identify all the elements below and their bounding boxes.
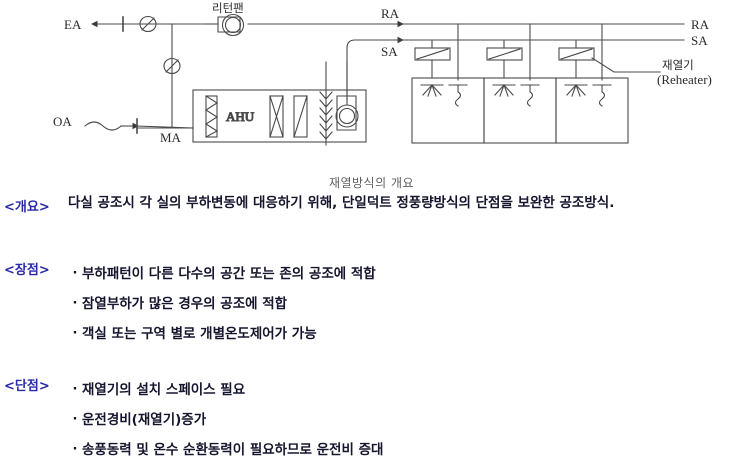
zone-supply-branches [431,39,577,79]
cons-heading: <단점> [4,379,50,394]
diagram-caption: 재열방식의 개요 [328,176,415,190]
bullet-icon: · [72,382,78,397]
reheater-3-icon [558,47,595,61]
list-item: · 재열기의 설치 스페이스 필요 [68,375,743,405]
overview-text: 다실 공조시 각 실의 부하변동에 대응하기 위해, 단일덕트 정풍량방식의 단… [68,195,615,211]
exhaust-air-duct [91,16,207,32]
pros-item-text: 객실 또는 구역 별로 개별온도제어가 가능 [82,326,317,342]
list-item: · 객실 또는 구역 별로 개별온도제어가 가능 [68,319,743,349]
oa-label: OA [53,114,72,129]
supply-diffuser-2-icon [492,84,516,97]
sa-label-left: SA [381,44,398,59]
return-grille-3-icon [592,84,612,107]
exhaust-air-damper-icon [139,15,157,33]
outdoor-air-inlet [84,118,194,134]
pros-heading: <장점> [4,263,50,278]
hvac-reheat-system-diagram: AHU [0,0,743,170]
description-body: <개요> 다실 공조시 각 실의 부하변동에 대응하기 위해, 단일덕트 정풍량… [0,196,743,467]
reheater-label-en: (Reheater) [657,72,712,87]
cons-item-text: 재열기의 설치 스페이스 필요 [82,382,246,398]
zone-room-2 [483,77,557,144]
diagram-canvas: AHU [53,1,712,146]
cons-section: <단점> · 재열기의 설치 스페이스 필요 · 운전경비(재열기)증가 · 송… [0,375,743,465]
cons-item-text: 송풍동력 및 온수 순환동력이 필요하므로 운전비 증대 [82,442,384,458]
sa-label-right: SA [691,33,708,48]
reheater-label-kr: 재열기 [662,58,694,72]
duct-end-stubs [667,23,685,41]
pros-item-text: 잠열부하가 많은 경우의 공조에 적합 [82,296,288,312]
list-item: · 잠열부하가 많은 경우의 공조에 적합 [68,289,743,319]
zone-room-1 [411,77,485,144]
filter-icon [204,95,219,138]
overview-heading: <개요> [4,200,50,215]
return-fan-icon [217,13,245,37]
cooling-coil-icon [269,95,284,138]
relief-damper-icon [163,57,181,75]
ra-label-left: RA [381,6,400,21]
bullet-icon: · [72,412,78,427]
list-item: · 송풍동력 및 온수 순환동력이 필요하므로 운전비 증대 [68,435,743,465]
zone-return-risers [457,23,603,81]
list-item: · 운전경비(재열기)증가 [68,405,743,435]
reheater-1-icon [414,47,451,61]
pros-item-text: 부하패턴이 다른 다수의 공간 또는 존의 공조에 적합 [82,266,376,282]
bullet-icon: · [72,296,78,311]
preheat-coil-icon [293,95,308,138]
heating-coil-icon [319,61,333,146]
air-handling-unit-casing [192,89,367,143]
return-grille-2-icon [520,84,540,107]
supply-diffuser-3-icon [564,84,588,97]
ma-label: MA [160,130,182,145]
reheater-2-icon [486,47,523,61]
ea-label: EA [64,17,82,32]
overview-section: <개요> 다실 공조시 각 실의 부하변동에 대응하기 위해, 단일덕트 정풍량… [0,195,743,216]
pros-section: <장점> · 부하패턴이 다른 다수의 공간 또는 존의 공조에 적합 · 잠열… [0,259,743,349]
list-item: · 부하패턴이 다른 다수의 공간 또는 존의 공조에 적합 [68,259,743,289]
cons-list: · 재열기의 설치 스페이스 필요 · 운전경비(재열기)증가 · 송풍동력 및… [68,375,743,465]
supply-diffuser-1-icon [420,84,444,97]
cons-item-text: 운전경비(재열기)증가 [82,412,207,428]
supply-air-duct [346,36,669,101]
zone-room-3 [555,77,629,144]
ahu-label: AHU [226,109,255,124]
bullet-icon: · [72,326,78,341]
reheater-callout-line [591,57,661,73]
return-fan-label: 리턴팬 [212,1,244,15]
pros-list: · 부하패턴이 다른 다수의 공간 또는 존의 공조에 적합 · 잠열부하가 많… [68,259,743,349]
bullet-icon: · [72,442,78,457]
ra-label-right: RA [691,17,710,32]
bullet-icon: · [72,266,78,281]
return-grille-1-icon [448,84,468,107]
